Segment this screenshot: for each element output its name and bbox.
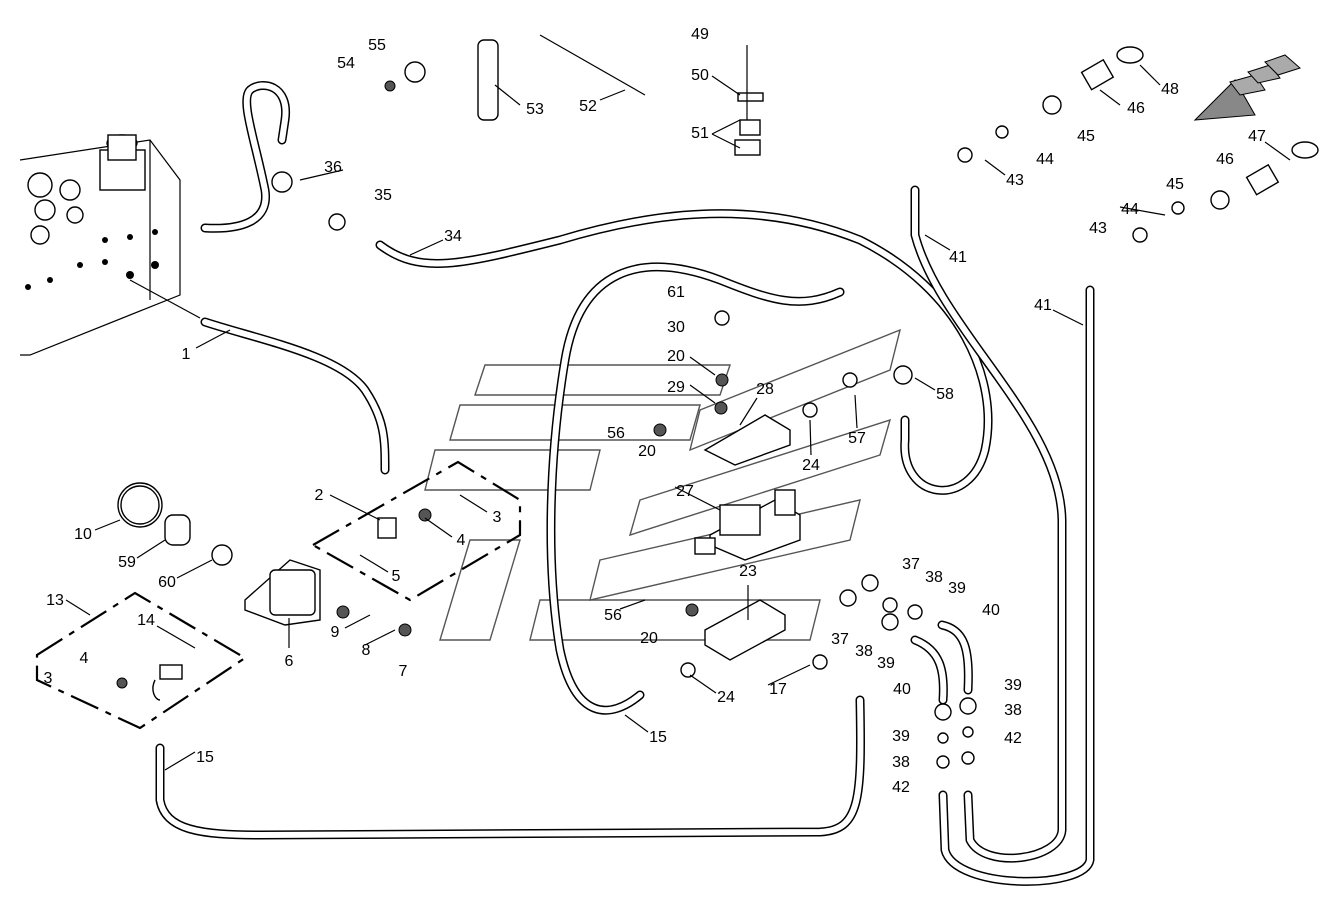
callout-label: 6 bbox=[285, 653, 294, 670]
callout-label: 10 bbox=[74, 526, 92, 543]
callout-label: 24 bbox=[802, 457, 820, 474]
callout-label: 27 bbox=[676, 483, 694, 500]
callout-label: 24 bbox=[717, 689, 735, 706]
callout-label: 36 bbox=[324, 159, 342, 176]
callout-label: 60 bbox=[158, 574, 176, 591]
callout-label: 1 bbox=[182, 346, 191, 363]
callout-label: 45 bbox=[1077, 128, 1095, 145]
callout-label: 54 bbox=[337, 55, 355, 72]
callout-label: 37 bbox=[902, 556, 920, 573]
callout-label: 8 bbox=[362, 642, 371, 659]
callout-label: 17 bbox=[769, 681, 787, 698]
callout-label: 51 bbox=[691, 125, 709, 142]
callout-label: 39 bbox=[892, 728, 910, 745]
callout-label: 20 bbox=[640, 630, 658, 647]
hoses bbox=[155, 81, 1095, 886]
callout-label: 2 bbox=[315, 487, 324, 504]
callout-label: 4 bbox=[80, 650, 89, 667]
callout-label: 38 bbox=[1004, 702, 1022, 719]
callout-label: 43 bbox=[1089, 220, 1107, 237]
callout-label: 43 bbox=[1006, 172, 1024, 189]
callout-label: 39 bbox=[948, 580, 966, 597]
callout-label: 13 bbox=[46, 592, 64, 609]
callout-label: 38 bbox=[855, 643, 873, 660]
callout-label: 59 bbox=[118, 554, 136, 571]
callout-label: 9 bbox=[331, 624, 340, 641]
callout-label: 30 bbox=[667, 319, 685, 336]
callout-label: 44 bbox=[1036, 151, 1054, 168]
callout-label: 55 bbox=[368, 37, 386, 54]
callout-label: 20 bbox=[638, 443, 656, 460]
callout-label: 61 bbox=[667, 284, 685, 301]
callout-label: 38 bbox=[892, 754, 910, 771]
callout-label: 15 bbox=[649, 729, 667, 746]
callout-label: 40 bbox=[893, 681, 911, 698]
callout-label: 4 bbox=[457, 532, 466, 549]
callout-label: 50 bbox=[691, 67, 709, 84]
dashed-group-13 bbox=[35, 591, 248, 730]
callout-label: 42 bbox=[892, 779, 910, 796]
callout-label: 34 bbox=[444, 228, 462, 245]
callout-label: 40 bbox=[982, 602, 1000, 619]
callout-label: 56 bbox=[607, 425, 625, 442]
callout-label: 20 bbox=[667, 348, 685, 365]
callout-label: 3 bbox=[493, 509, 502, 526]
callout-label: 57 bbox=[848, 430, 866, 447]
callout-label: 7 bbox=[399, 663, 408, 680]
callout-label: 58 bbox=[936, 386, 954, 403]
hydraulic-tank bbox=[19, 134, 201, 356]
callout-label: 29 bbox=[667, 379, 685, 396]
leader-lines bbox=[65, 64, 1291, 771]
callout-label: 42 bbox=[1004, 730, 1022, 747]
callout-label: 45 bbox=[1166, 176, 1184, 193]
callout-label: 23 bbox=[739, 563, 757, 580]
callout-label: 41 bbox=[949, 249, 967, 266]
callout-label: 49 bbox=[691, 26, 709, 43]
callout-label: 15 bbox=[196, 749, 214, 766]
callout-label: 37 bbox=[831, 631, 849, 648]
callout-label: 41 bbox=[1034, 297, 1052, 314]
callout-label: 46 bbox=[1216, 151, 1234, 168]
callout-label: 47 bbox=[1248, 128, 1266, 145]
callout-label: 39 bbox=[1004, 677, 1022, 694]
callout-label: 3 bbox=[44, 670, 53, 687]
callout-label: 14 bbox=[137, 612, 155, 629]
callout-label: 39 bbox=[877, 655, 895, 672]
callout-label: 5 bbox=[392, 568, 401, 585]
callout-label: 46 bbox=[1127, 100, 1145, 117]
callout-label: 52 bbox=[579, 98, 597, 115]
dashed-group-2 bbox=[310, 460, 522, 602]
callout-label: 38 bbox=[925, 569, 943, 586]
callout-label: 44 bbox=[1121, 201, 1139, 218]
callout-label: 48 bbox=[1161, 81, 1179, 98]
callout-label: 53 bbox=[526, 101, 544, 118]
components bbox=[116, 34, 1319, 769]
callout-label: 28 bbox=[756, 381, 774, 398]
callout-label: 35 bbox=[374, 187, 392, 204]
callout-label: 56 bbox=[604, 607, 622, 624]
